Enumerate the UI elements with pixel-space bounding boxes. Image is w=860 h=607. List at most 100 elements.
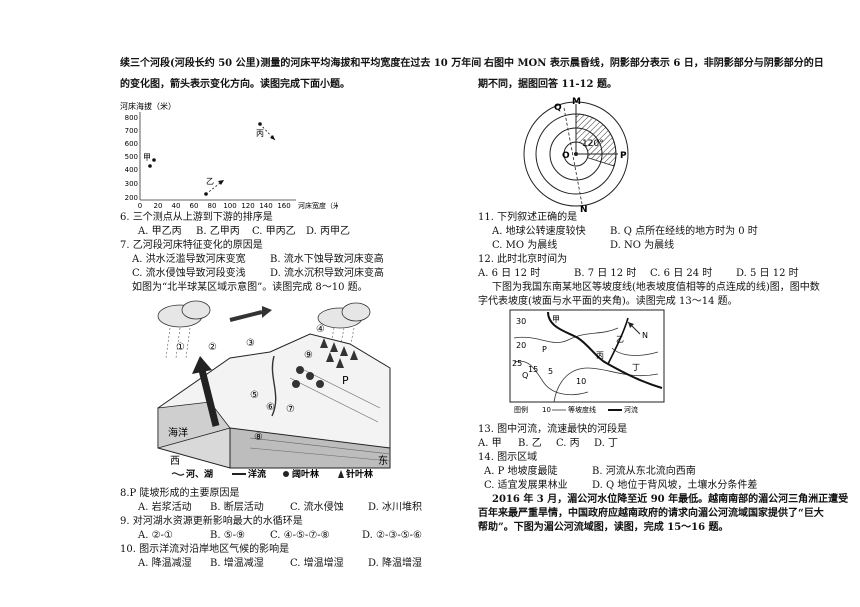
q14: 14. 图示区域 [478, 452, 538, 463]
ytick: 200 [125, 194, 138, 202]
label-bing: 丙 [256, 129, 264, 138]
legend-river-lake: 河、湖 [186, 468, 213, 478]
xtick: 80 [208, 202, 217, 210]
intro-13-line-1: 下图为我国东南某地区等坡度线(地表坡度值相等的点连成的线)图，图中数 [492, 282, 820, 293]
q9-option-b: B. ⑤-⑨ [210, 530, 246, 541]
elevation-width-chart: 河床海拔（米） 800 700 600 500 400 300 200 0 20… [120, 101, 338, 210]
xtick: 140 [259, 202, 272, 210]
label-p: P [620, 151, 627, 161]
q6-option-a: A. 甲乙丙 [138, 226, 182, 237]
circle-9: ⑨ [304, 350, 313, 361]
ytick: 700 [125, 127, 138, 135]
xtick: 0 [138, 202, 142, 210]
circle-3: ③ [246, 338, 255, 349]
q9: 9. 对河湖水资源更新影响最大的水循环是 [120, 516, 303, 527]
q7-option-b: B. 流水下蚀导致河床变高 [270, 254, 384, 265]
legend-broadleaf: 阔叶林 [292, 468, 320, 478]
xtick: 40 [172, 202, 181, 210]
west-label: 西 [170, 456, 180, 467]
slope-contour-map: N 甲 乙 丙 丁 P Q 30 20 25 15 10 5 图例 10 等坡度… [509, 309, 665, 414]
intro-line-2: 的变化图，箭头表示变化方向。读图完成下面小题。 [120, 79, 350, 90]
point-p: P [342, 374, 349, 387]
circle-7: ⑦ [286, 404, 295, 415]
q6-option-b: B. 乙甲丙 [196, 226, 240, 237]
label-q: Q [522, 371, 528, 380]
q13: 13. 图中河流，流速最快的河段是 [478, 424, 628, 435]
circle-1: ① [176, 342, 185, 353]
intro-13-line-2: 字代表坡度(坡面与水平面的夹角)。读图完成 13～14 题。 [478, 296, 738, 307]
label-jia: 甲 [143, 153, 151, 162]
circle-5: ⑤ [250, 390, 259, 401]
x-ticks: 0 20 40 60 80 100 120 140 160 [138, 202, 291, 210]
passage-15-line-1: 2016 年 3 月，湄公河水位降至近 90 年最低。越南南部的湄公河三角洲正遭… [492, 494, 849, 505]
passage-15-line-2: 百年来最严重旱情，中国政府应越南政府的请求向湄公河流域国家提供了“巨大 [478, 508, 824, 519]
ytick: 600 [125, 140, 138, 148]
q8-option-d: D. 冰川堆积 [368, 502, 423, 513]
xtick: 60 [190, 202, 199, 210]
label-p: P [542, 345, 547, 354]
num-5: 5 [548, 367, 553, 376]
q10-option-c: C. 增温增湿 [290, 558, 344, 569]
passage-15-line-3: 帮助”。下图为湄公河流域图，读图，完成 15～16 题。 [478, 522, 729, 533]
intro-11-line-2: 期不同，据图回答 11-12 题。 [478, 79, 617, 90]
q8-option-a: A. 岩浆活动 [138, 502, 192, 513]
q12-option-b: B. 7 日 12 时 [574, 268, 637, 279]
ytick: 800 [125, 114, 138, 122]
legend-contour: 等坡度线 [568, 405, 596, 414]
q10-option-a: A. 降温减湿 [138, 558, 192, 569]
q9-option-c: C. ④-⑤-⑦-⑧ [270, 530, 330, 541]
q7-option-c: C. 流水侵蚀导致河段变浅 [132, 268, 246, 279]
intro-8: 如图为“北半球某区域示意图”。读图完成 8～10 题。 [132, 282, 368, 293]
legend-conifer: 针叶林 [346, 468, 374, 478]
num-20: 20 [516, 341, 526, 350]
label-o: O [562, 151, 570, 161]
terminator-globe: M N O P Q 120° [523, 97, 629, 212]
q8: 8.P 陡坡形成的主要原因是 [120, 488, 240, 499]
q8-option-b: B. 断层活动 [210, 502, 264, 513]
xtick: 20 [154, 202, 163, 210]
north-label: N [642, 331, 648, 340]
q12: 12. 此时北京时间为 [478, 254, 568, 265]
xtick: 120 [241, 202, 254, 210]
q12-option-a: A. 6 日 12 时 [478, 268, 541, 279]
ytick: 300 [125, 180, 138, 188]
q9-option-a: A. ②-① [138, 530, 173, 541]
label-jia: 甲 [552, 315, 560, 324]
num-15: 15 [528, 365, 538, 374]
intro-line-1: 续三个河段(河段长约 50 公里)测量的河床平均海拔和平均宽度在过去 10 万年… [120, 58, 482, 69]
q14-option-a: A. P 地坡度最陡 [484, 466, 558, 477]
q14-option-b: B. 河流从东北流向西南 [592, 466, 696, 477]
num-10: 10 [576, 377, 586, 386]
label-m: M [572, 97, 581, 107]
q6: 6. 三个测点从上游到下游的排序是 [120, 212, 273, 223]
q11-option-b: B. Q 点所在经线的地方时为 0 时 [610, 226, 758, 237]
q13-option-b: B. 乙 [518, 438, 542, 449]
legend-title: 图例 [514, 405, 528, 414]
ytick: 500 [125, 153, 138, 161]
q13-option-c: C. 丙 [556, 438, 580, 449]
q14-option-d: D. Q 地位于背风坡，土壤水分条件差 [592, 480, 758, 491]
q7-option-a: A. 洪水泛滥导致河床变宽 [132, 254, 246, 265]
q6-option-d: D. 丙甲乙 [306, 226, 351, 237]
circle-4: ④ [316, 324, 325, 335]
angle-label: 120° [582, 139, 604, 149]
circle-6: ⑥ [266, 402, 275, 413]
label-q: Q [554, 103, 562, 113]
legend-number: 10 [542, 406, 551, 414]
q11: 11. 下列叙述正确的是 [478, 212, 578, 223]
num-30: 30 [516, 317, 526, 326]
num-25: 25 [512, 359, 522, 368]
q12-option-d: D. 5 日 12 时 [736, 268, 799, 279]
q10-option-b: B. 增温减湿 [210, 558, 264, 569]
xlabel: 河床宽度（米） [298, 201, 338, 210]
intro-11-line-1: 右图中 MON 表示晨昏线，阴影部分表示 6 日，非阴影部分与阴影部分的日 [484, 58, 824, 69]
q11-option-c: C. MO 为晨线 [492, 240, 558, 251]
xtick: 160 [277, 202, 290, 210]
q13-option-a: A. 甲 [478, 438, 502, 449]
q7-option-d: D. 流水沉积导致河床变高 [270, 268, 385, 279]
y-ticks: 800 700 600 500 400 300 200 [125, 114, 138, 202]
label-ding: 丁 [632, 363, 640, 372]
legend-river: 河流 [624, 405, 638, 414]
east-label: 东 [378, 454, 388, 467]
label-bing: 丙 [596, 351, 604, 360]
